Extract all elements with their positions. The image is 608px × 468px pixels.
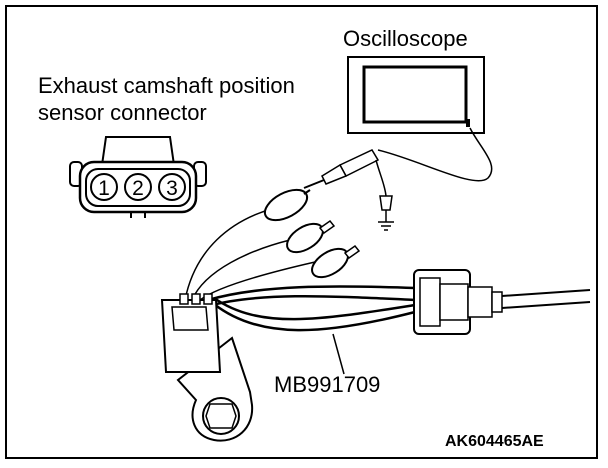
oscilloscope-cable	[377, 127, 493, 182]
ground-clip	[375, 159, 394, 231]
harness-wires	[184, 207, 416, 332]
tool-leader-line	[332, 333, 345, 375]
oscilloscope-device: Oscilloscope	[343, 26, 485, 134]
test-lead-clip-2	[286, 219, 336, 254]
probe-plug	[303, 149, 380, 189]
pin-2-label: 2	[132, 177, 144, 200]
connector-icon: Exhaust camshaft position sensor connect…	[38, 73, 295, 218]
connector-label-line1: Exhaust camshaft position	[38, 73, 295, 98]
pin-1-label: 1	[98, 177, 110, 200]
figure-id: AK604465AE	[445, 433, 544, 450]
harness-connector	[413, 269, 591, 335]
test-lead-clip-1	[263, 188, 311, 222]
connector-label-line2: sensor connector	[38, 100, 207, 125]
test-lead-clip-3	[311, 244, 361, 279]
oscilloscope-label: Oscilloscope	[343, 26, 468, 51]
pin-3-label: 3	[166, 177, 178, 200]
camshaft-sensor	[160, 293, 254, 442]
tool-number-label: MB991709	[274, 372, 380, 397]
